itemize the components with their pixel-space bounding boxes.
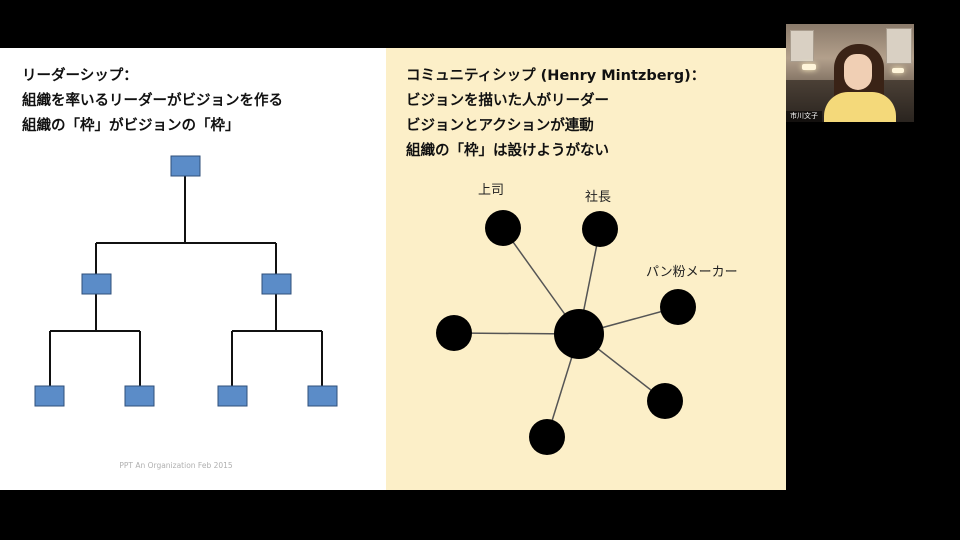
communityship-heading-line: ビジョンを描いた人がリーダー [406,93,609,109]
leadership-heading: リーダーシップ： 組織を率いるリーダーがビジョンを作る 組織の「枠」がビジョンの… [22,64,283,139]
hierarchy-box-top [170,155,201,177]
hierarchy-box-bottom [217,385,248,407]
hierarchy-box-bottom [124,385,155,407]
hierarchy-diagram: PPT An Organization Feb 2015 [34,155,338,470]
hierarchy-box-bottom [34,385,65,407]
label-boss: 上司 [478,183,504,198]
network-node [436,315,472,351]
kitchen-cabinet [886,28,912,64]
network-nodes [436,210,696,455]
hierarchy-box-mid-right [261,273,292,295]
communityship-heading: コミュニティシップ (Henry Mintzberg)： ビジョンを描いた人がリ… [406,64,705,164]
participant-shirt [824,92,896,122]
leadership-heading-line: 組織の「枠」がビジョンの「枠」 [22,118,240,134]
participant-face [844,54,872,90]
network-node [529,419,565,455]
participant-name-tag: 市川文子 [786,111,822,122]
kitchen-light [802,64,816,70]
network-node [647,383,683,419]
hierarchy-box-bottom [307,385,338,407]
network-diagram: 上司 社長 パン粉メーカー [436,183,738,455]
hierarchy-boxes [34,155,338,407]
hierarchy-connectors [49,176,323,386]
communityship-heading-line: ビジョンとアクションが連動 [406,118,594,134]
network-node-boss [485,210,521,246]
communityship-heading-line: コミュニティシップ (Henry Mintzberg)： [406,68,706,84]
slide-credit: PPT An Organization Feb 2015 [119,461,233,470]
participant-video-tile[interactable]: 市川文子 [786,24,914,122]
network-center-node [554,309,604,359]
communityship-heading-line: 組織の「枠」は設けようがない [406,143,609,159]
kitchen-light [892,68,904,73]
leadership-heading-line: リーダーシップ： [22,68,138,84]
label-bread-maker: パン粉メーカー [646,265,738,280]
leadership-heading-line: 組織を率いるリーダーがビジョンを作る [22,93,283,109]
network-node-bread-maker [660,289,696,325]
communityship-slide: コミュニティシップ (Henry Mintzberg)： ビジョンを描いた人がリ… [386,48,786,490]
label-president: 社長 [585,189,611,205]
kitchen-cabinet [790,30,814,62]
network-node-president [582,211,618,247]
hierarchy-box-mid-left [81,273,112,295]
leadership-slide: リーダーシップ： 組織を率いるリーダーがビジョンを作る 組織の「枠」がビジョンの… [0,48,386,490]
